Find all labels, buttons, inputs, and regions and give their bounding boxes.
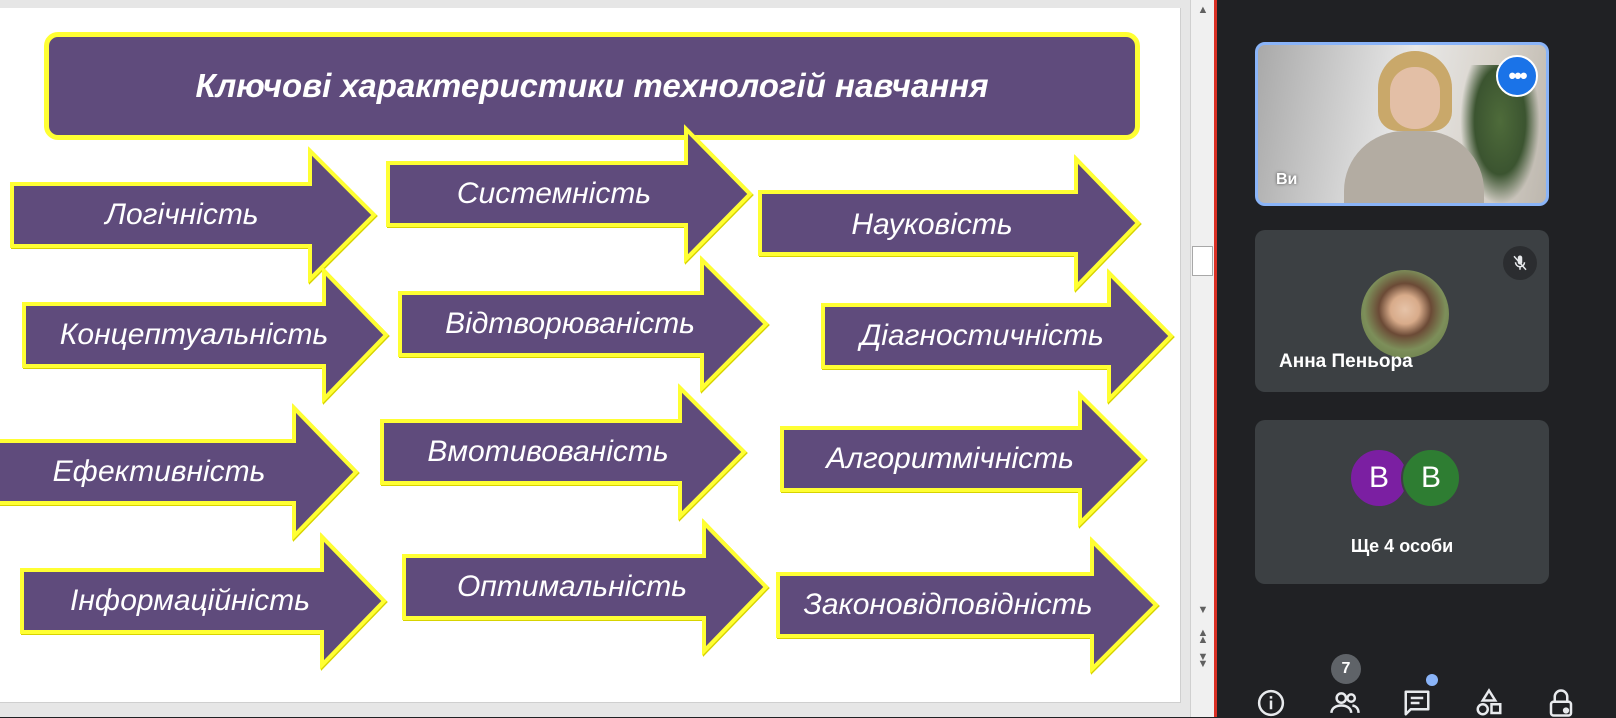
people-count-badge: 7 (1331, 654, 1361, 684)
arrow-label: Законовідповідність (803, 588, 1093, 621)
arrow-logical: Логічність (10, 146, 377, 284)
scroll-down-icon[interactable]: ▼ (1197, 604, 1209, 616)
presenter-video-tile[interactable]: Ви ••• (1255, 42, 1549, 206)
previous-slide-icon[interactable]: ▲▲ (1197, 627, 1209, 646)
arrow-law-conformity: Законовідповідність (776, 536, 1159, 674)
other-participants-tile[interactable]: В В Ще 4 особи (1255, 420, 1549, 584)
arrow-label: Інформаційність (70, 584, 310, 617)
arrow-motivated: Вмотивованість (380, 383, 747, 521)
arrow-label: Системність (456, 177, 652, 210)
scroll-thumb[interactable] (1192, 246, 1213, 276)
arrow-label: Діагностичність (860, 319, 1104, 352)
presentation-slide: Ключові характеристики технологій навчан… (0, 8, 1181, 703)
avatar: В (1349, 448, 1409, 508)
avatar: В (1401, 448, 1461, 508)
arrow-algorithmic: Алгоритмічність (780, 390, 1147, 528)
others-count-label: Ще 4 особи (1350, 536, 1454, 556)
chat-icon[interactable] (1400, 688, 1434, 718)
arrow-optimal: Оптимальність (402, 518, 769, 656)
host-controls-icon[interactable] (1544, 688, 1578, 718)
participants-panel: Ви ••• Анна Пеньора В В Ще 4 особи (1217, 0, 1616, 717)
arrow-reproducible: Відтворюваність (398, 255, 769, 393)
slide-title: Ключові характеристики технологій навчан… (44, 32, 1140, 140)
video-person-face (1390, 67, 1440, 129)
participant-tile-anna[interactable]: Анна Пеньора (1255, 230, 1549, 392)
arrow-label: Алгоритмічність (826, 442, 1074, 475)
presenter-name-tag: Ви (1276, 171, 1298, 188)
scroll-up-icon[interactable]: ▲ (1197, 4, 1209, 16)
next-slide-icon[interactable]: ▼▼ (1197, 651, 1209, 670)
arrow-label: Ефективність (52, 455, 266, 488)
people-icon[interactable] (1328, 688, 1362, 718)
vertical-scrollbar[interactable]: ▲ ▼ ▲▲ ▼▼ (1190, 0, 1216, 717)
avatar (1361, 270, 1449, 358)
arrow-conceptual: Концептуальність (22, 266, 389, 404)
video-person-body (1344, 131, 1484, 203)
panel-divider (1214, 0, 1217, 717)
arrow-label: Вмотивованість (427, 435, 669, 468)
slide-viewport: Ключові характеристики технологій навчан… (0, 0, 1210, 717)
arrow-scientific: Науковість (758, 154, 1141, 292)
arrow-diagnostic: Діагностичність (821, 268, 1174, 404)
arrow-label: Оптимальність (456, 570, 688, 603)
chat-notification-dot (1426, 674, 1438, 686)
activities-icon[interactable] (1472, 688, 1506, 718)
arrow-label: Логічність (105, 198, 259, 231)
arrow-informational: Інформаційність (20, 532, 387, 670)
arrow-effective: Ефективність (0, 403, 359, 541)
participant-name: Анна Пеньора (1279, 351, 1413, 372)
arrow-label: Відтворюваність (445, 307, 695, 340)
info-icon[interactable] (1254, 688, 1288, 718)
more-options-icon[interactable]: ••• (1496, 55, 1538, 97)
arrow-label: Науковість (851, 208, 1013, 241)
arrow-systemic: Системність (386, 124, 753, 264)
mic-off-icon (1503, 246, 1537, 280)
arrow-label: Концептуальність (59, 318, 329, 351)
